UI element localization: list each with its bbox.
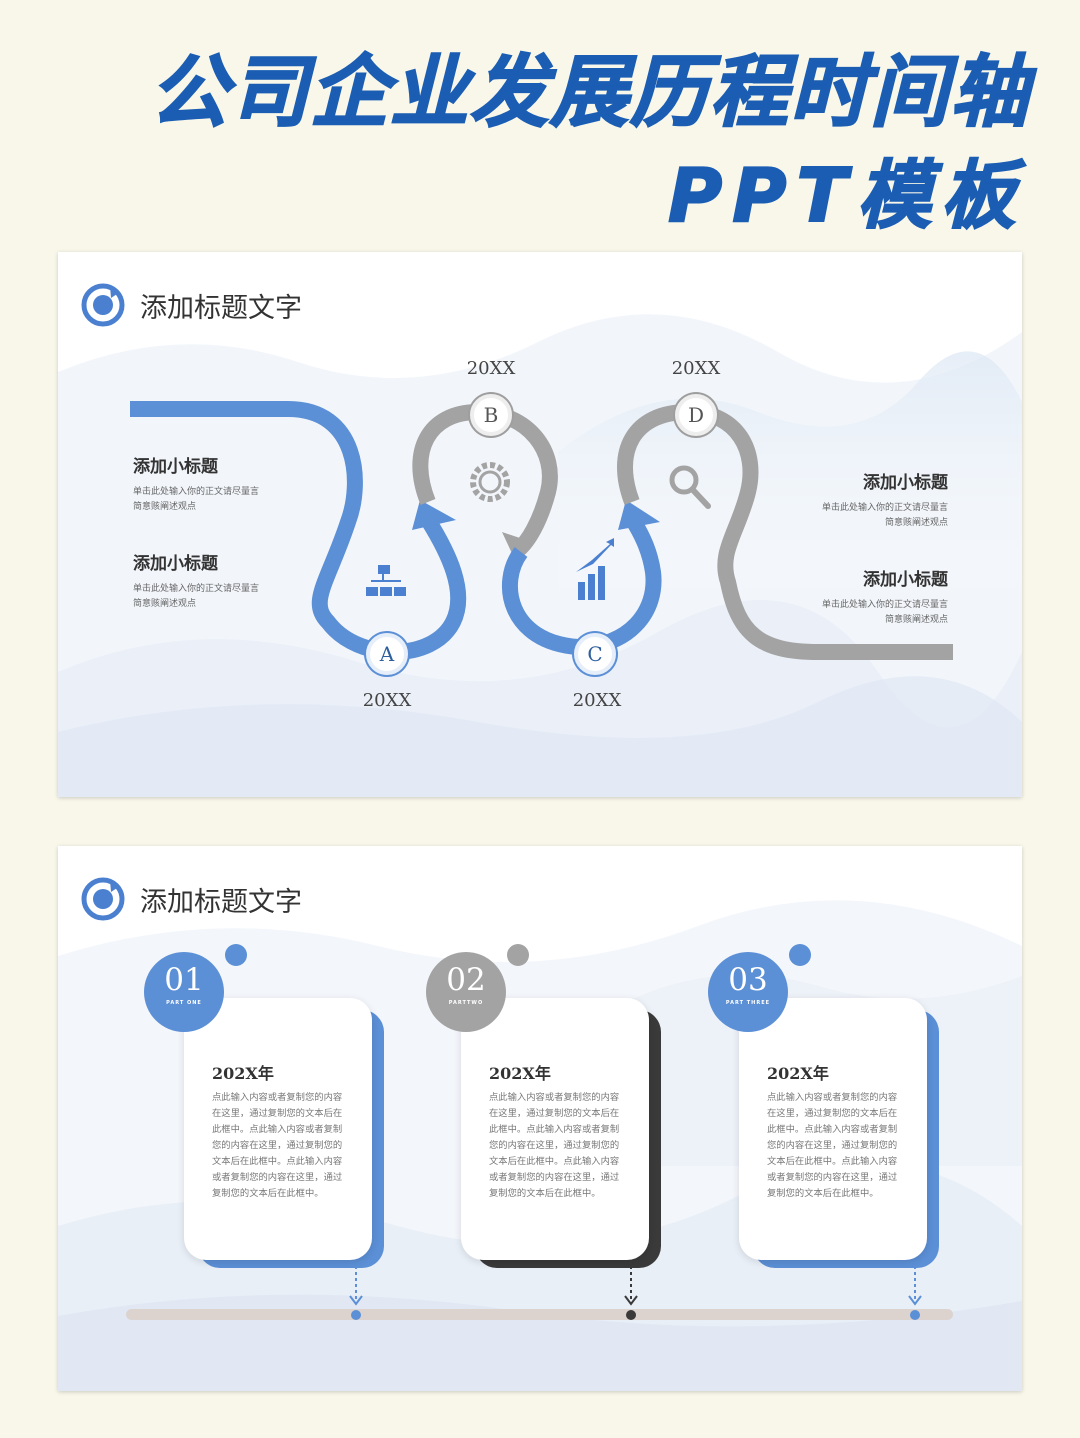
timeline-bar	[126, 1309, 953, 1320]
right-item-1-desc2: 简意赅阐述观点	[884, 518, 948, 528]
timeline-card-3: 202X年 点此输入内容或者复制您的内容在这里，通过复制您的文本后在此框中。点此…	[739, 998, 939, 1268]
left-item-2-desc2: 简意赅阐述观点	[133, 599, 197, 609]
card-1-body: 202X年 点此输入内容或者复制您的内容在这里，通过复制您的文本后在此框中。点此…	[184, 998, 372, 1260]
growth-chart-icon	[576, 538, 614, 600]
winding-path	[130, 401, 953, 660]
node-a-label: A	[379, 642, 395, 666]
right-item-2-title: 添加小标题	[863, 570, 948, 590]
card-1-text: 点此输入内容或者复制您的内容在这里，通过复制您的文本后在此框中。点此输入内容或者…	[212, 1092, 343, 1199]
year-d: 20XX	[671, 358, 721, 379]
node-d-label: D	[687, 403, 705, 427]
refresh-logo-icon	[81, 877, 125, 921]
left-item-1: 添加小标题 单击此处输入你的正文请尽量言 简意赅阐述观点	[133, 452, 293, 515]
node-b: B	[470, 394, 512, 436]
right-item-2: 添加小标题 单击此处输入你的正文请尽量言 简意赅阐述观点	[788, 565, 948, 628]
path-segment-d	[617, 403, 953, 660]
card-3-text: 点此输入内容或者复制您的内容在这里，通过复制您的文本后在此框中。点此输入内容或者…	[767, 1092, 898, 1199]
timeline-connectors	[349, 1266, 922, 1320]
card-1-year: 202X年	[212, 1064, 274, 1083]
card-3-body: 202X年 点此输入内容或者复制您的内容在这里，通过复制您的文本后在此框中。点此…	[739, 998, 927, 1260]
year-a: 20XX	[362, 690, 412, 711]
right-item-1-title: 添加小标题	[863, 473, 948, 493]
card-2-number: 02	[446, 962, 486, 998]
timeline-card-2: 202X年 点此输入内容或者复制您的内容在这里，通过复制您的文本后在此框中。点此…	[461, 998, 661, 1268]
magnifier-icon	[669, 465, 711, 509]
card-2-body: 202X年 点此输入内容或者复制您的内容在这里，通过复制您的文本后在此框中。点此…	[461, 998, 649, 1260]
gear-icon	[470, 462, 510, 502]
slide-winding-timeline: 添加标题文字	[58, 252, 1022, 797]
card-3-part: PART THREE	[725, 1000, 771, 1006]
card-2-number-badge: 02 PARTTWO	[426, 952, 506, 1032]
card-2-dot	[507, 944, 529, 966]
node-d: D	[675, 394, 717, 436]
connector-3	[908, 1266, 922, 1320]
card-1-dot	[225, 944, 247, 966]
left-item-1-desc1: 单击此处输入你的正文请尽量言	[133, 487, 260, 497]
right-item-1-desc1: 单击此处输入你的正文请尽量言	[821, 503, 948, 513]
left-item-2: 添加小标题 单击此处输入你的正文请尽量言 简意赅阐述观点	[133, 549, 293, 612]
card-1-number: 01	[164, 962, 204, 998]
year-c: 20XX	[572, 690, 622, 711]
slide-title: 添加标题文字	[140, 292, 302, 324]
card-1-part: PART ONE	[166, 1000, 202, 1006]
year-b: 20XX	[466, 358, 516, 379]
card-3-number-badge: 03 PART THREE	[708, 952, 788, 1032]
node-b-label: B	[483, 403, 499, 427]
card-2-part: PARTTWO	[448, 1000, 484, 1006]
arrow-head-a	[412, 500, 456, 530]
card-2-text: 点此输入内容或者复制您的内容在这里，通过复制您的文本后在此框中。点此输入内容或者…	[489, 1092, 620, 1199]
connector-2	[624, 1266, 638, 1320]
node-a: A	[366, 633, 408, 675]
card-2-year: 202X年	[489, 1064, 551, 1083]
right-item-2-desc2: 简意赅阐述观点	[884, 615, 948, 625]
card-1-number-badge: 01 PART ONE	[144, 952, 224, 1032]
left-item-2-title: 添加小标题	[133, 554, 218, 574]
card-3-dot	[789, 944, 811, 966]
arrow-head-c	[618, 500, 660, 530]
hierarchy-icon	[366, 565, 406, 596]
left-item-2-desc1: 单击此处输入你的正文请尽量言	[133, 584, 260, 594]
path-segment-a	[130, 401, 467, 660]
connector-1	[349, 1266, 363, 1320]
card-3-number: 03	[728, 962, 768, 998]
right-item-1: 添加小标题 单击此处输入你的正文请尽量言 简意赅阐述观点	[788, 468, 948, 531]
slide-card-timeline: 添加标题文字 202X年 点此输入内容或者复制您的内容在这里，通过复制您的文本后…	[58, 846, 1022, 1391]
slide-title: 添加标题文字	[140, 886, 302, 918]
path-segment-b	[412, 403, 558, 557]
slide-header: 添加标题文字	[80, 876, 302, 922]
node-c-label: C	[587, 642, 603, 666]
slide-header: 添加标题文字	[80, 282, 302, 328]
left-item-1-title: 添加小标题	[133, 457, 218, 477]
refresh-logo-icon	[81, 283, 125, 327]
banner-title: 公司企业发展历程时间轴	[149, 47, 1030, 139]
timeline-card-1: 202X年 点此输入内容或者复制您的内容在这里，通过复制您的文本后在此框中。点此…	[184, 998, 384, 1268]
node-c: C	[574, 633, 616, 675]
right-item-2-desc1: 单击此处输入你的正文请尽量言	[821, 600, 948, 610]
banner-subtitle: PPT模板	[667, 152, 1025, 240]
left-item-1-desc2: 简意赅阐述观点	[133, 502, 197, 512]
arrow-head-b	[502, 532, 532, 562]
card-3-year: 202X年	[767, 1064, 829, 1083]
path-segment-c	[501, 517, 662, 656]
